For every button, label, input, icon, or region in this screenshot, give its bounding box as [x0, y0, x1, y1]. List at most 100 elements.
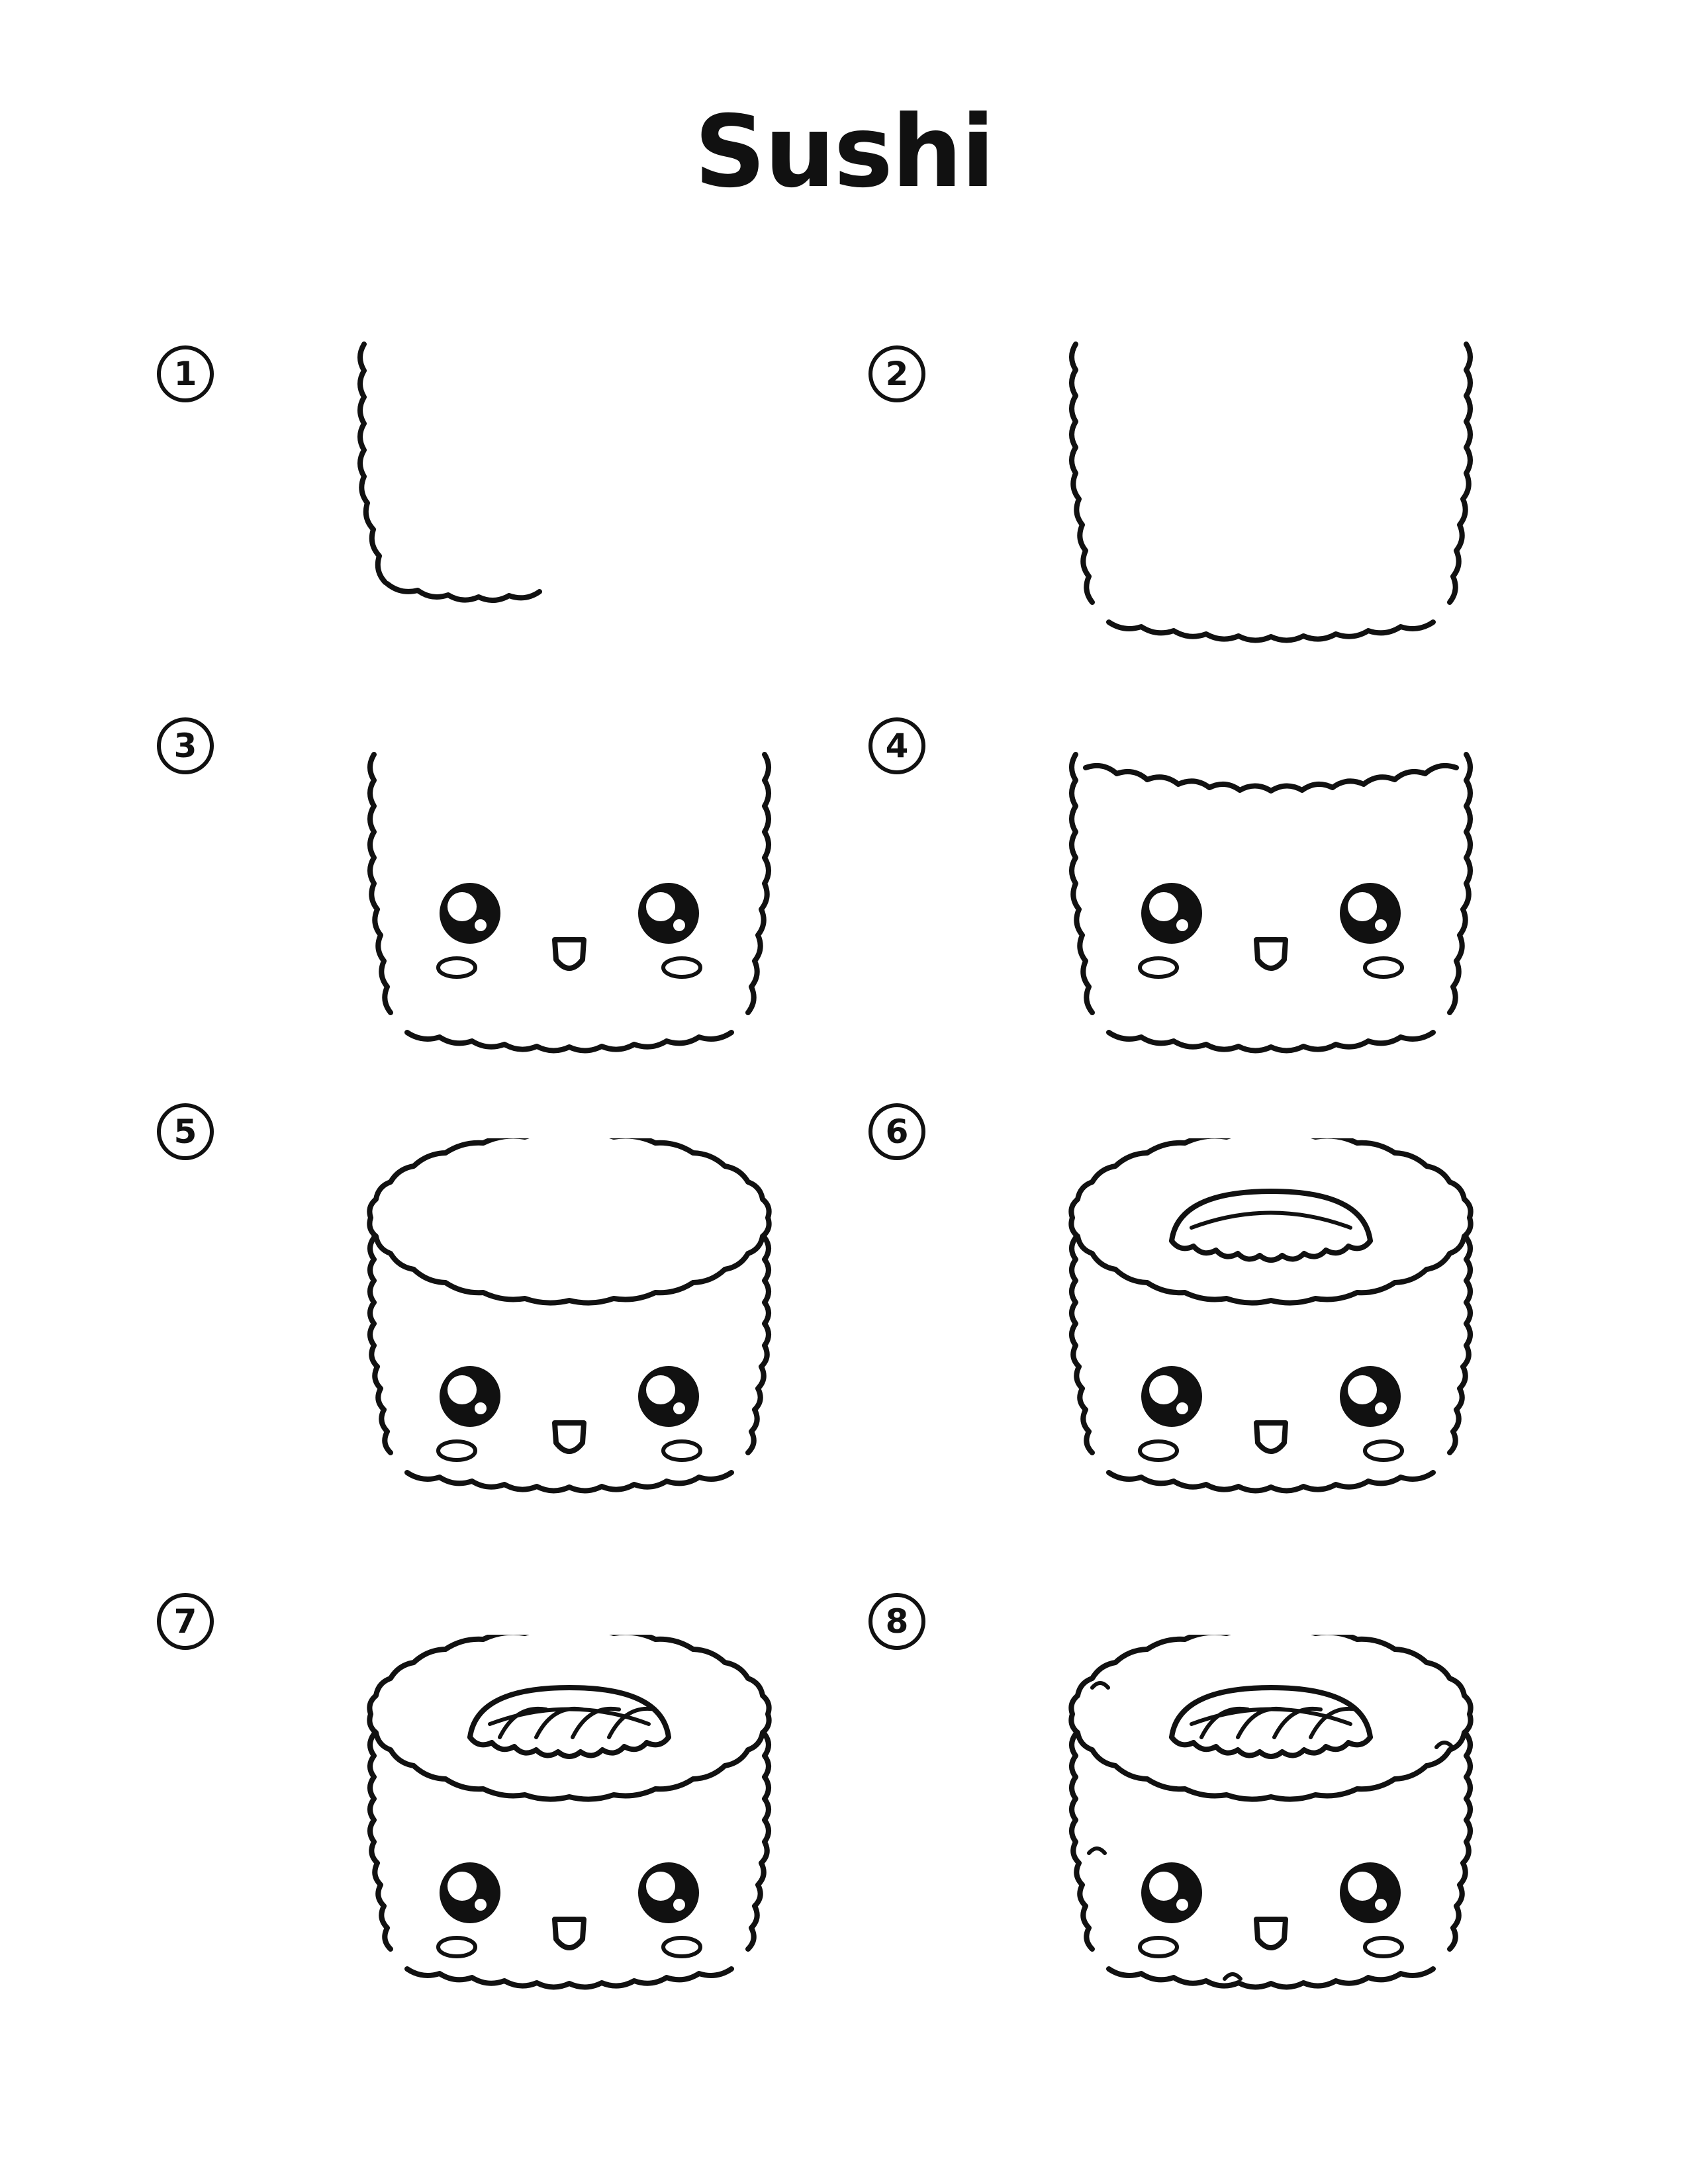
sushi-top-cap: [1068, 1635, 1474, 1802]
step-6-svg: [1068, 1138, 1474, 1494]
sushi-face: [1138, 883, 1404, 979]
body-right-edge: [745, 1731, 771, 1952]
body-bottom-edge: [404, 1470, 734, 1494]
sushi-body: [1069, 1731, 1473, 1990]
mouth: [552, 1420, 586, 1454]
body-bottom-edge: [404, 1966, 734, 1990]
left-eye: [1141, 1862, 1202, 1923]
mouth: [1254, 1420, 1288, 1454]
step-4-number: 4: [868, 717, 925, 774]
left-cheek: [436, 956, 477, 979]
right-cheek: [1363, 956, 1404, 979]
filling-outline: [467, 1685, 671, 1740]
mouth: [1254, 937, 1288, 971]
body-bottom-edge: [1106, 619, 1436, 643]
left-cheek: [1138, 956, 1179, 979]
step-7-drawing: [324, 1635, 814, 1992]
step-8-number: 8: [868, 1593, 925, 1650]
left-cheek: [1138, 1936, 1179, 1958]
step-3-svg: [367, 752, 771, 1054]
sushi-body: [367, 1731, 771, 1990]
step-4-svg: [1069, 752, 1473, 1054]
right-cheek: [661, 956, 702, 979]
step-5-number: 5: [157, 1103, 214, 1160]
step-8-svg: [1068, 1635, 1474, 1990]
filling-rice: [1169, 1238, 1373, 1263]
body-right-edge: [745, 1235, 771, 1455]
right-cheek: [661, 1439, 702, 1462]
rice-mark-3: [1087, 1846, 1107, 1855]
step-8-drawing: [1026, 1635, 1516, 1992]
right-eye: [638, 1862, 699, 1923]
sushi-top-cap: [367, 1635, 772, 1802]
left-eye: [440, 1366, 500, 1427]
fish-stripe-1: [1199, 1706, 1250, 1739]
mouth: [552, 1917, 586, 1950]
left-cheek: [436, 1439, 477, 1462]
step-6-number: 6: [868, 1103, 925, 1160]
filling-outline: [1169, 1685, 1373, 1740]
body-right-edge: [1447, 752, 1473, 1015]
left-eye: [1141, 1366, 1202, 1427]
sushi-filling: [467, 1685, 671, 1759]
body-left-edge: [367, 1731, 393, 1952]
step-3-number: 3: [157, 717, 214, 774]
filling-rim: [1190, 1210, 1352, 1230]
left-eye: [440, 1862, 500, 1923]
filling-rice: [1169, 1735, 1373, 1759]
sushi-body: [367, 752, 771, 1054]
left-eye: [440, 883, 500, 944]
body-right-edge: [745, 752, 771, 1015]
right-cheek: [661, 1936, 702, 1958]
fish-stripe-2: [1236, 1706, 1286, 1739]
right-eye: [638, 883, 699, 944]
page-title: Sushi: [694, 95, 995, 210]
step-7-number: 7: [157, 1593, 214, 1650]
filling-outline: [1169, 1189, 1373, 1244]
sushi-face: [436, 883, 702, 979]
step-3-drawing: [324, 735, 814, 1092]
body-right-edge: [1447, 1731, 1473, 1952]
sushi-top-cap: [1068, 1138, 1474, 1306]
sushi-face: [1138, 1862, 1404, 1958]
step-5-svg: [367, 1138, 772, 1494]
body-bottom-edge: [1106, 1470, 1436, 1494]
body-left-edge: [1069, 341, 1095, 605]
filling-rice: [467, 1735, 671, 1759]
step-6-drawing: [1026, 1138, 1516, 1496]
step-5-drawing: [324, 1138, 814, 1496]
mouth: [1254, 1917, 1288, 1950]
sushi-top-cap: [367, 1138, 772, 1306]
right-eye: [1340, 1366, 1401, 1427]
step-1-svg: [357, 341, 542, 603]
sushi-body: [1069, 1235, 1473, 1494]
right-eye: [1340, 883, 1401, 944]
fish-stripe-4: [1309, 1706, 1359, 1739]
left-eye: [1141, 883, 1202, 944]
body-left-edge: [1069, 1731, 1095, 1952]
right-cheek: [1363, 1439, 1404, 1462]
fish-stripe-3: [1272, 1706, 1323, 1739]
step-4-drawing: [1026, 735, 1516, 1092]
body-right-edge: [1447, 1235, 1473, 1455]
right-cheek: [1363, 1936, 1404, 1958]
body-bottom-edge: [385, 581, 542, 603]
fish-stripe-1: [498, 1706, 548, 1739]
body-right-edge: [1447, 341, 1473, 605]
sushi-face: [1138, 1366, 1404, 1462]
body-left-edge: [367, 752, 393, 1015]
mouth: [552, 937, 586, 971]
left-cheek: [436, 1936, 477, 1958]
fish-stripe-4: [607, 1706, 657, 1739]
body-bottom-edge: [1106, 1966, 1436, 1990]
sushi-body: [367, 1235, 771, 1494]
left-cheek: [1138, 1439, 1179, 1462]
right-eye: [638, 1366, 699, 1427]
sushi-filling: [1169, 1189, 1373, 1263]
body-top-edge: [1083, 762, 1459, 794]
step-1-number: 1: [157, 345, 214, 402]
step-2-drawing: [1026, 324, 1516, 682]
sushi-face: [436, 1862, 702, 1958]
step-2-number: 2: [868, 345, 925, 402]
rice-mark-1: [1090, 1681, 1110, 1690]
